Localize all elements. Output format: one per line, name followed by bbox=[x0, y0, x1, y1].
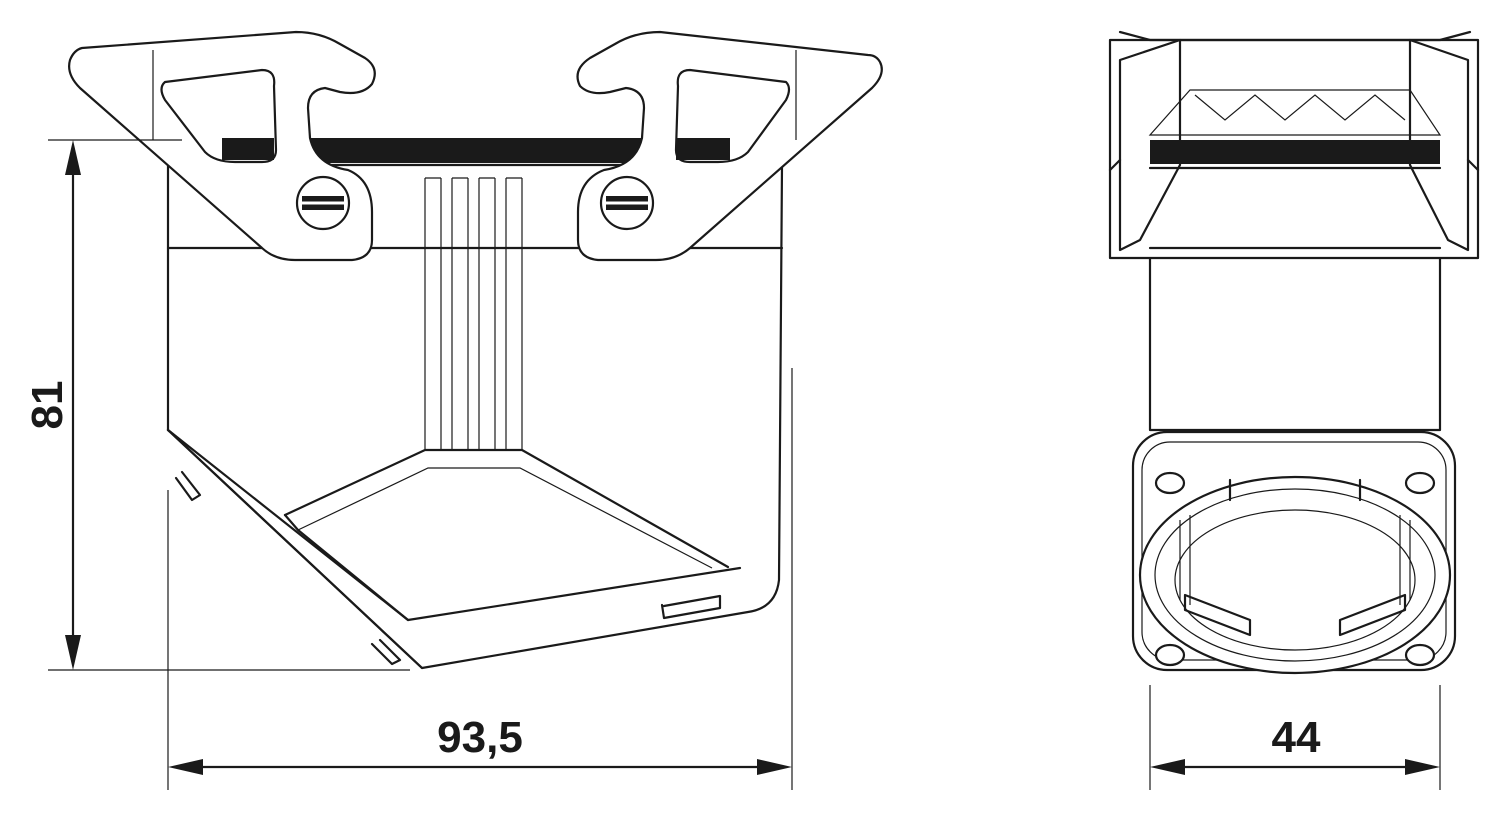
dimension-depth: 44 bbox=[1150, 713, 1440, 775]
housing-body bbox=[166, 163, 784, 670]
depth-label: 44 bbox=[1272, 713, 1321, 762]
round-opening bbox=[1138, 475, 1452, 675]
height-label: 81 bbox=[23, 381, 72, 430]
side-body bbox=[1148, 238, 1442, 432]
dimension-height: 81 bbox=[23, 140, 81, 670]
side-view bbox=[1108, 30, 1480, 790]
ribs bbox=[424, 177, 523, 450]
side-seal-band bbox=[1150, 140, 1440, 164]
width-label: 93,5 bbox=[437, 713, 523, 762]
left-locking-lever bbox=[68, 30, 376, 262]
right-locking-lever bbox=[576, 30, 883, 262]
front-view bbox=[48, 30, 883, 790]
cable-opening bbox=[166, 428, 742, 670]
dimension-width: 93,5 bbox=[168, 713, 792, 775]
